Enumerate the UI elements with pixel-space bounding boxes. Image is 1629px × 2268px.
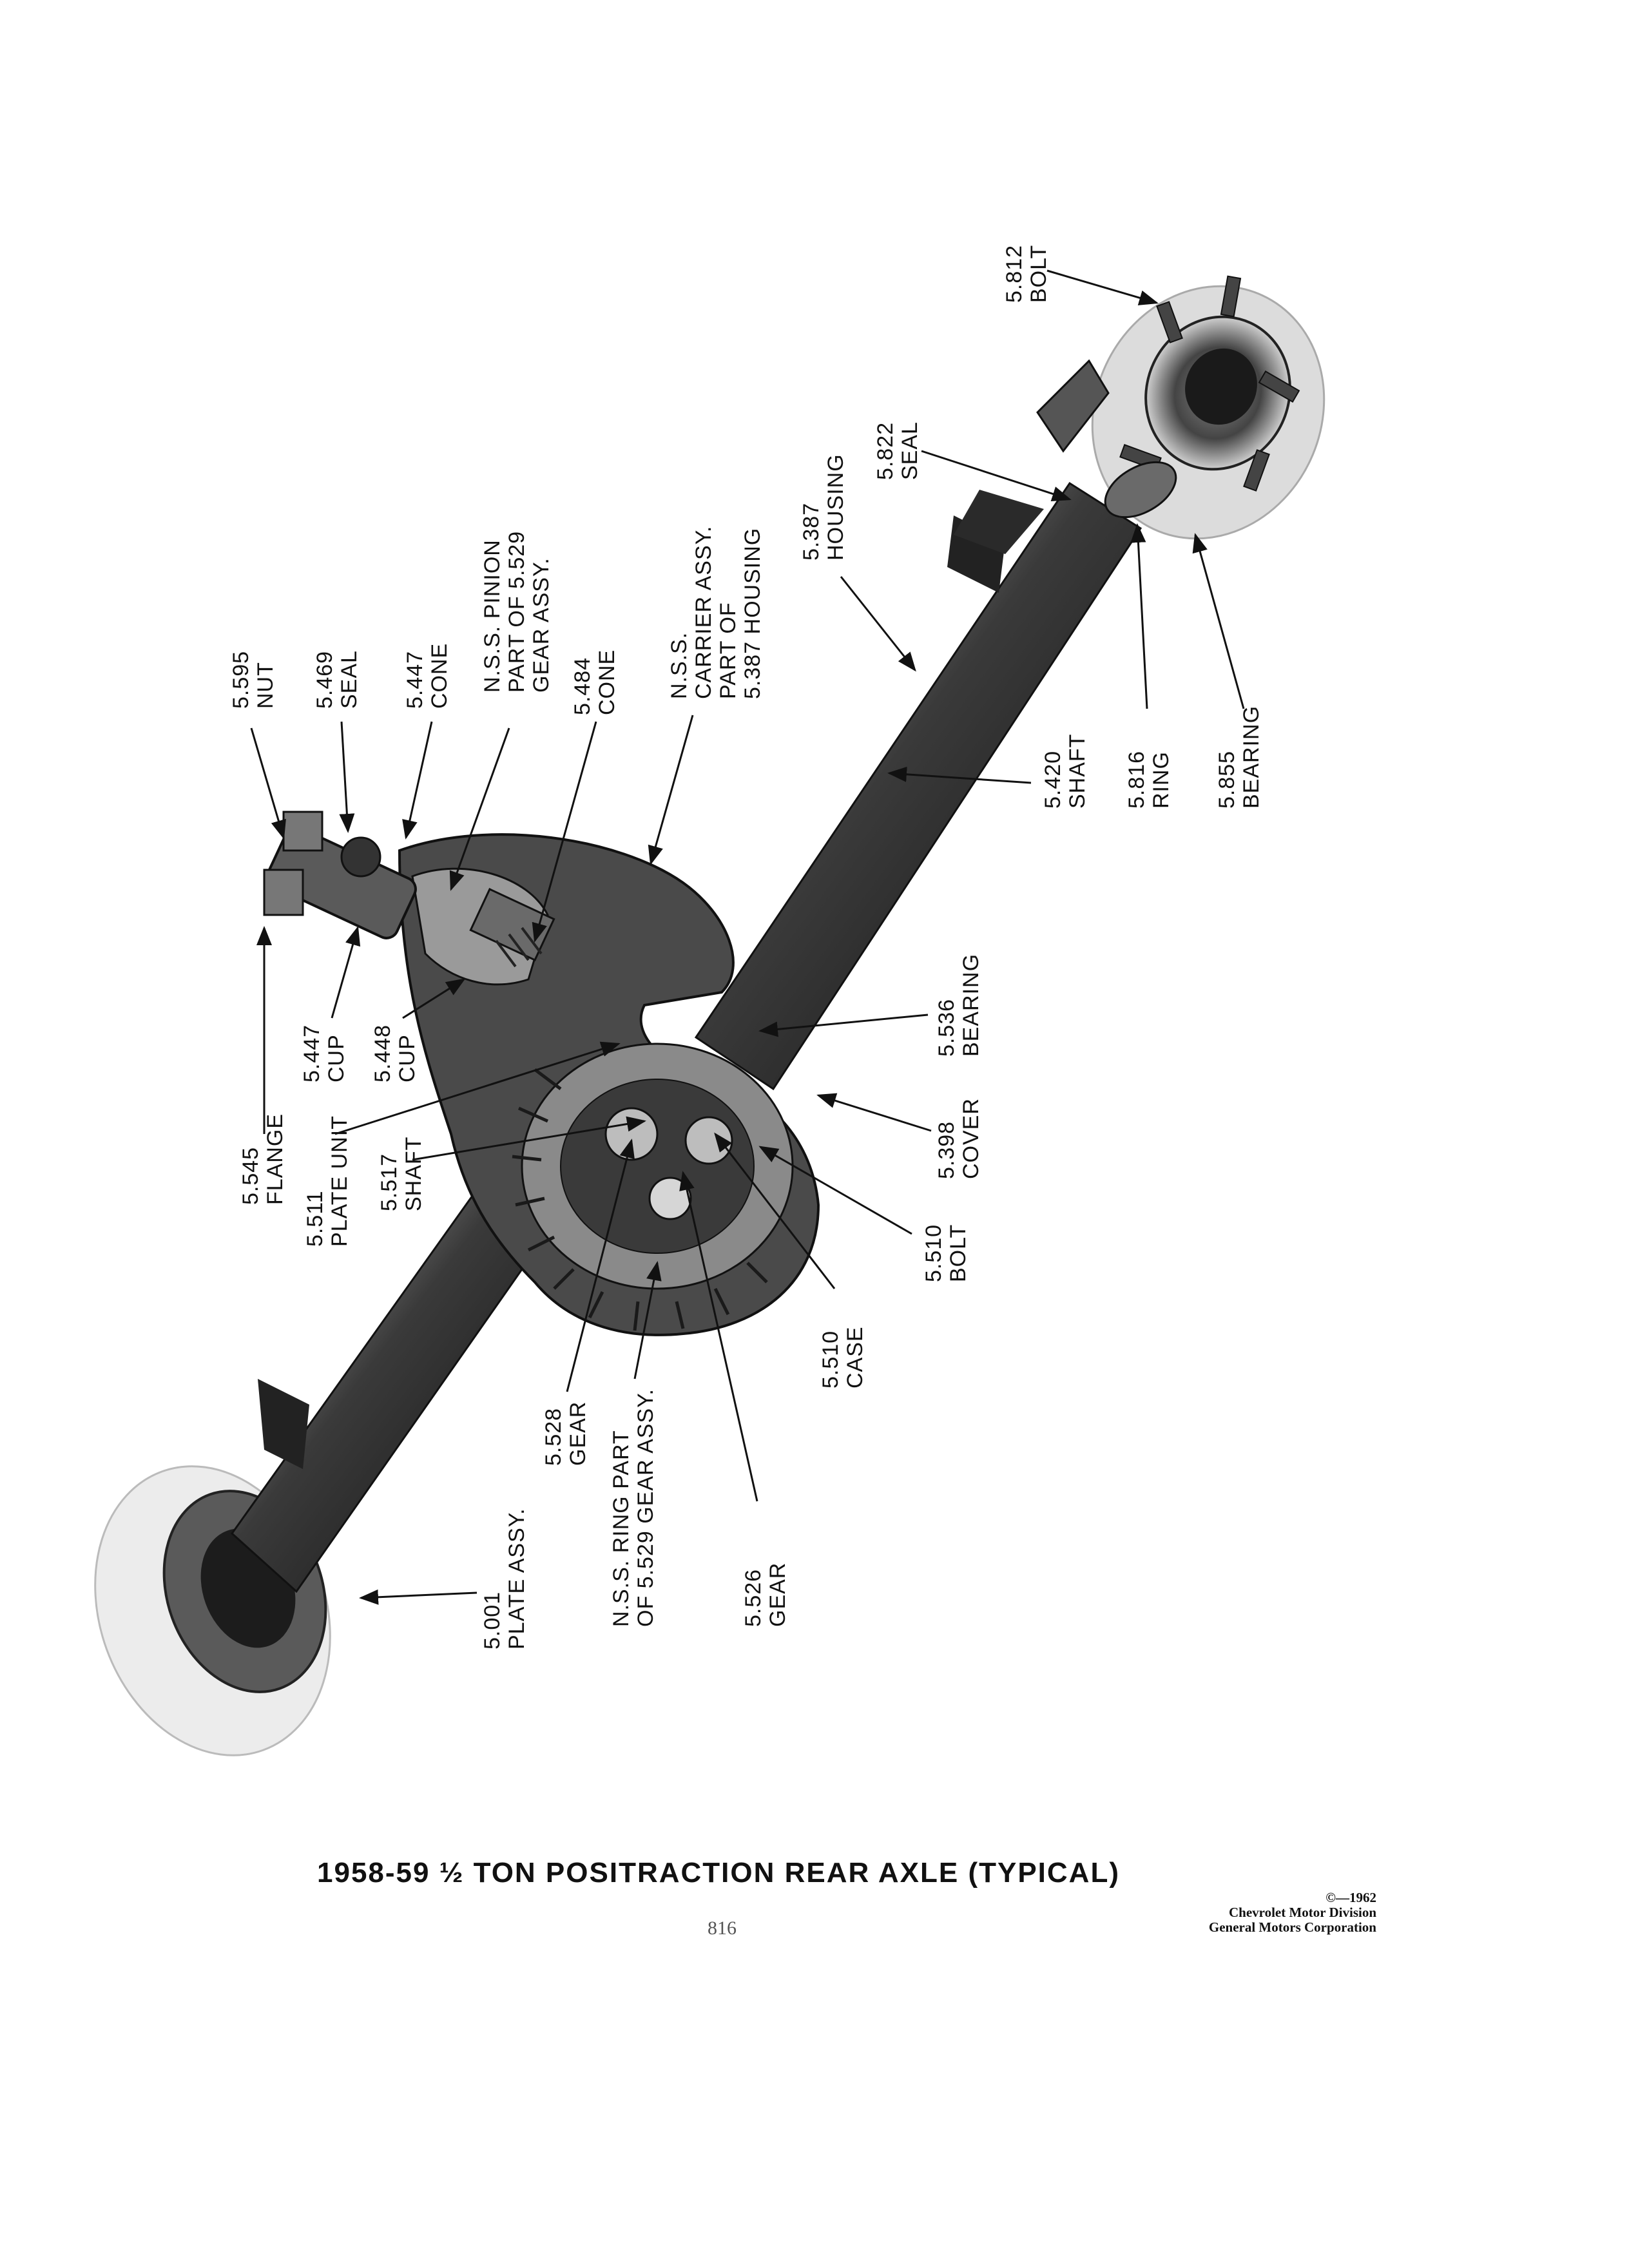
leader-case-5510	[714, 1132, 836, 1289]
leader-plate-5001	[359, 1589, 477, 1605]
page-title: 1958-59 ½ TON POSITRACTION REAR AXLE (TY…	[317, 1857, 1120, 1888]
copyright-credit: ©—1962 Chevrolet Motor Division General …	[1209, 1890, 1376, 1935]
leader-bolt-5812	[1046, 269, 1159, 305]
leader-shaft-5420	[887, 766, 1032, 784]
leader-gear-5528	[566, 1139, 635, 1392]
leader-pinion	[449, 727, 510, 891]
leader-seal-5822	[921, 450, 1072, 502]
pinion-flange	[263, 811, 417, 939]
leader-ring-gear	[633, 1261, 662, 1379]
credit-line-2: General Motors Corporation	[1208, 1919, 1376, 1935]
credit-line-1: Chevrolet Motor Division	[1228, 1905, 1376, 1920]
leader-cone-5484	[532, 721, 597, 943]
page-number: 816	[708, 1917, 737, 1939]
leader-cover-5398	[816, 1093, 932, 1132]
right-hub-flange	[1036, 275, 1325, 540]
leader-bolt-5510	[758, 1146, 912, 1235]
leader-gear-5526	[679, 1171, 758, 1502]
leader-bearing-5855	[1192, 533, 1245, 709]
leader-nut-5595	[250, 727, 286, 840]
leader-bearing-5536	[758, 1014, 929, 1037]
differential-housing	[398, 833, 820, 1336]
leader-cone-5447	[402, 721, 433, 840]
leader-plate-unit-5511	[334, 1041, 621, 1135]
leader-lines	[250, 269, 1245, 1605]
leader-shaft-5517	[412, 1116, 646, 1161]
leader-seal-5469	[339, 721, 355, 833]
left-axle-tube	[231, 1151, 569, 1593]
leader-cup-5447	[331, 926, 361, 1019]
leader-carrier	[648, 715, 694, 865]
right-axle-tube	[694, 481, 1142, 1091]
leader-cup-5448	[402, 978, 466, 1019]
leader-housing-5387	[840, 576, 916, 672]
leader-ring-5816	[1130, 523, 1148, 709]
copyright-year: ©—1962	[1325, 1890, 1376, 1905]
